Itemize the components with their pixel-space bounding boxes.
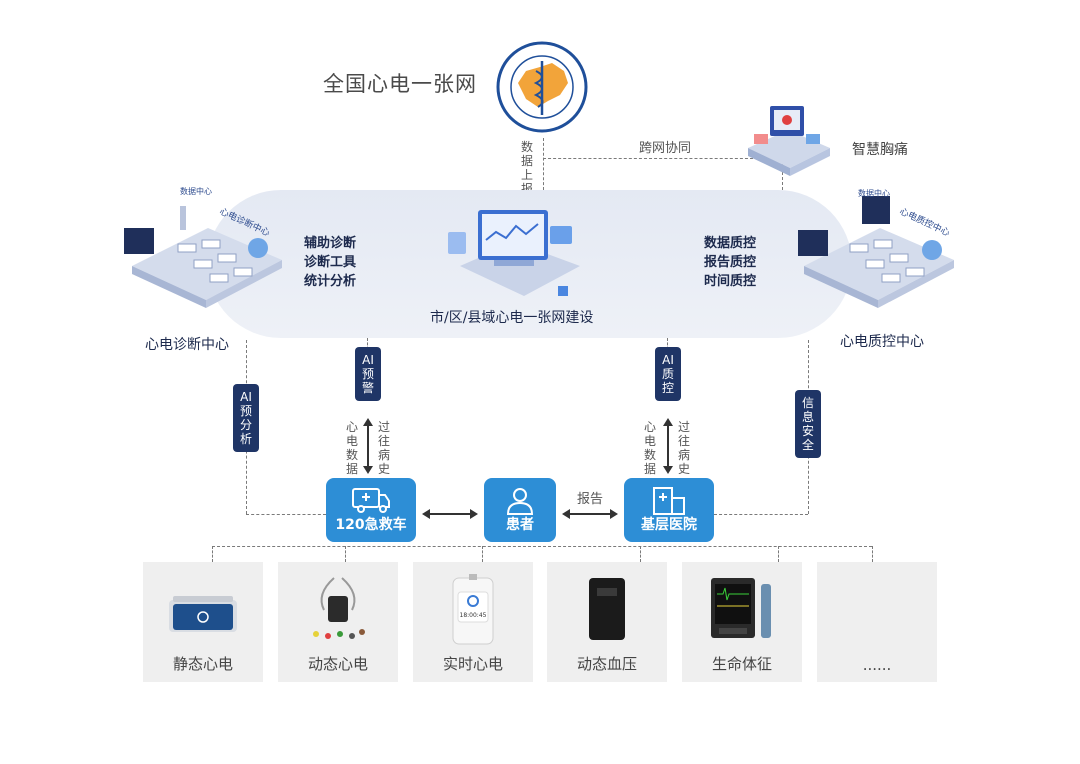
report-line (543, 138, 544, 190)
right-to-hospital-line (714, 514, 808, 515)
device-drop-6 (872, 546, 873, 562)
warning-top-line (367, 338, 368, 354)
ecg-diagnosis-center-illustration (124, 206, 282, 308)
report-label: 数据上报 (520, 140, 533, 196)
device-card-realtime-ecg: 18:00:45 实时心电 (413, 562, 533, 682)
device-card-holter: 动态心电 (278, 562, 398, 682)
hospital-flow-arrow-icon (663, 418, 673, 474)
feature-assist-diagnosis: 辅助诊断 (304, 236, 357, 251)
report-flow-label: 报告 (577, 492, 604, 507)
feature-diagnosis-tools: 诊断工具 (304, 255, 357, 270)
qc-top-line (667, 338, 668, 354)
device-card-ambulatory-bp: 动态血压 (547, 562, 667, 682)
ai-quality-badge: AI质控 (655, 347, 681, 401)
ecg-diagnosis-center-label: 心电诊断中心 (145, 337, 229, 353)
device-label-vital-signs: 生命体征 (711, 655, 772, 673)
cloud-title: 市/区/县域心电一张网建设 (430, 310, 594, 326)
device-bus-line (212, 546, 872, 547)
device-drop-4 (640, 546, 641, 562)
left-feature-list: 辅助诊断 诊断工具 统计分析 (304, 234, 356, 291)
feature-statistics: 统计分析 (304, 274, 357, 289)
cross-network-line (543, 158, 753, 159)
ambulatory-bp-device-icon (589, 578, 625, 640)
ambulance-flow-arrow-icon (363, 418, 373, 474)
ambulance-patient-arrow-icon (422, 509, 478, 519)
hospital-node: 基层医院 (624, 478, 714, 542)
patient-hospital-arrow-icon (562, 509, 618, 519)
device-drop-1 (212, 546, 213, 562)
smart-chest-pain-icon (748, 106, 830, 176)
device-card-vital-signs: 生命体征 (682, 562, 802, 682)
patient-node: 患者 (484, 478, 556, 542)
smart-link-line (782, 162, 783, 190)
holter-device-icon (313, 577, 365, 639)
ecg-quality-center-label: 心电质控中心 (840, 334, 924, 350)
ai-warning-badge: AI预警 (355, 347, 381, 401)
right-data-sign: 数据中心 (858, 189, 890, 198)
ambulance-node: 120急救车 (326, 478, 416, 542)
device-label-realtime-ecg: 实时心电 (442, 655, 503, 673)
device-label-more: ...... (862, 656, 892, 674)
hospital-history-label: 过往病史 (677, 420, 690, 476)
cross-network-label: 跨网协同 (639, 141, 692, 156)
device-label-resting-ecg: 静态心电 (172, 655, 233, 673)
right-feature-list: 数据质控 报告质控 时间质控 (704, 234, 756, 291)
hospital-ecg-data-label: 心电数据 (643, 420, 656, 476)
left-data-sign: 数据中心 (180, 187, 212, 196)
ai-analysis-badge: AI预分析 (233, 384, 259, 452)
resting-ecg-device-icon (169, 596, 237, 632)
device-card-more: ...... (817, 562, 937, 682)
smart-chest-pain-label: 智慧胸痛 (852, 142, 908, 158)
patient-label: 患者 (506, 517, 534, 533)
hospital-icon (653, 487, 685, 515)
page-title: 全国心电一张网 (323, 72, 477, 96)
patient-icon (506, 488, 534, 515)
hospital-label: 基层医院 (641, 517, 697, 533)
ambulance-history-label: 过往病史 (377, 420, 390, 476)
platform-computer-icon (448, 210, 580, 296)
ambulance-label: 120急救车 (335, 517, 407, 533)
vital-signs-monitor-icon (711, 578, 771, 638)
feature-time-qc: 时间质控 (704, 274, 757, 289)
device-label-ambulatory-bp: 动态血压 (576, 655, 637, 673)
ambulance-ecg-data-label: 心电数据 (345, 420, 358, 476)
device-drop-3 (482, 546, 483, 562)
feature-report-qc: 报告质控 (704, 255, 757, 270)
device-card-resting-ecg: 静态心电 (143, 562, 263, 682)
left-to-ambulance-line (246, 514, 326, 515)
device-drop-5 (778, 546, 779, 562)
info-security-badge: 信息安全 (795, 390, 821, 458)
chest-pain-center-logo (496, 41, 588, 133)
ecg-quality-center-illustration (798, 196, 954, 308)
device-drop-2 (345, 546, 346, 562)
feature-data-qc: 数据质控 (704, 236, 757, 251)
ambulance-icon (352, 488, 390, 513)
realtime-ecg-screen-text: 18:00:45 (460, 612, 487, 619)
device-label-holter: 动态心电 (307, 655, 368, 673)
realtime-ecg-device-icon: 18:00:45 (452, 574, 494, 645)
